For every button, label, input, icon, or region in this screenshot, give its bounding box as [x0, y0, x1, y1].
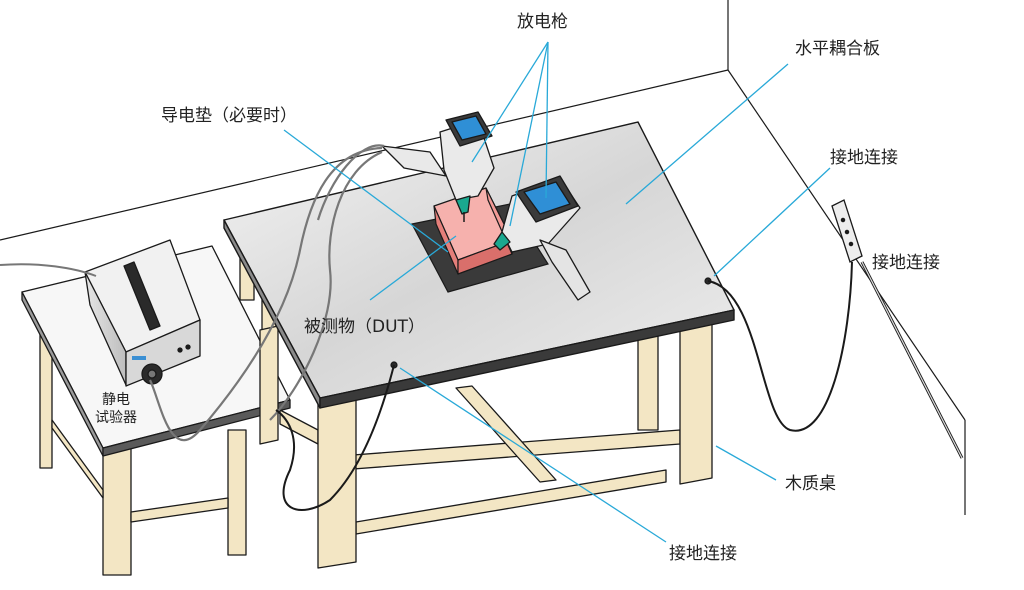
wooden-table-frame [239, 231, 713, 569]
label-esd-gun: 放电枪 [517, 12, 568, 32]
ground-cables [275, 261, 853, 511]
label-esd-tester-line1: 静电 [102, 392, 130, 408]
tester-power-cable [0, 263, 97, 277]
label-ground-connection-bottom: 接地连接 [669, 544, 737, 564]
esd-tester-box [84, 239, 201, 387]
label-horizontal-coupling-plane: 水平耦合板 [795, 39, 880, 59]
label-dut: 被测物（DUT） [304, 317, 425, 337]
esd-gun-1 [381, 111, 495, 222]
esd-gun-2 [493, 175, 591, 301]
wall-ground-rod [860, 261, 964, 459]
leader-lines [283, 41, 831, 543]
gun-cables [149, 144, 385, 441]
wall-ground-socket [831, 199, 863, 263]
label-wooden-table: 木质桌 [785, 474, 836, 494]
label-ground-connection-upper: 接地连接 [830, 148, 898, 168]
label-conductive-mat: 导电垫（必要时） [161, 106, 297, 126]
label-ground-connection-wall: 接地连接 [872, 253, 940, 273]
label-esd-tester-line2: 试验器 [95, 409, 137, 426]
label-esd-tester: 静电 试验器 [95, 392, 137, 427]
